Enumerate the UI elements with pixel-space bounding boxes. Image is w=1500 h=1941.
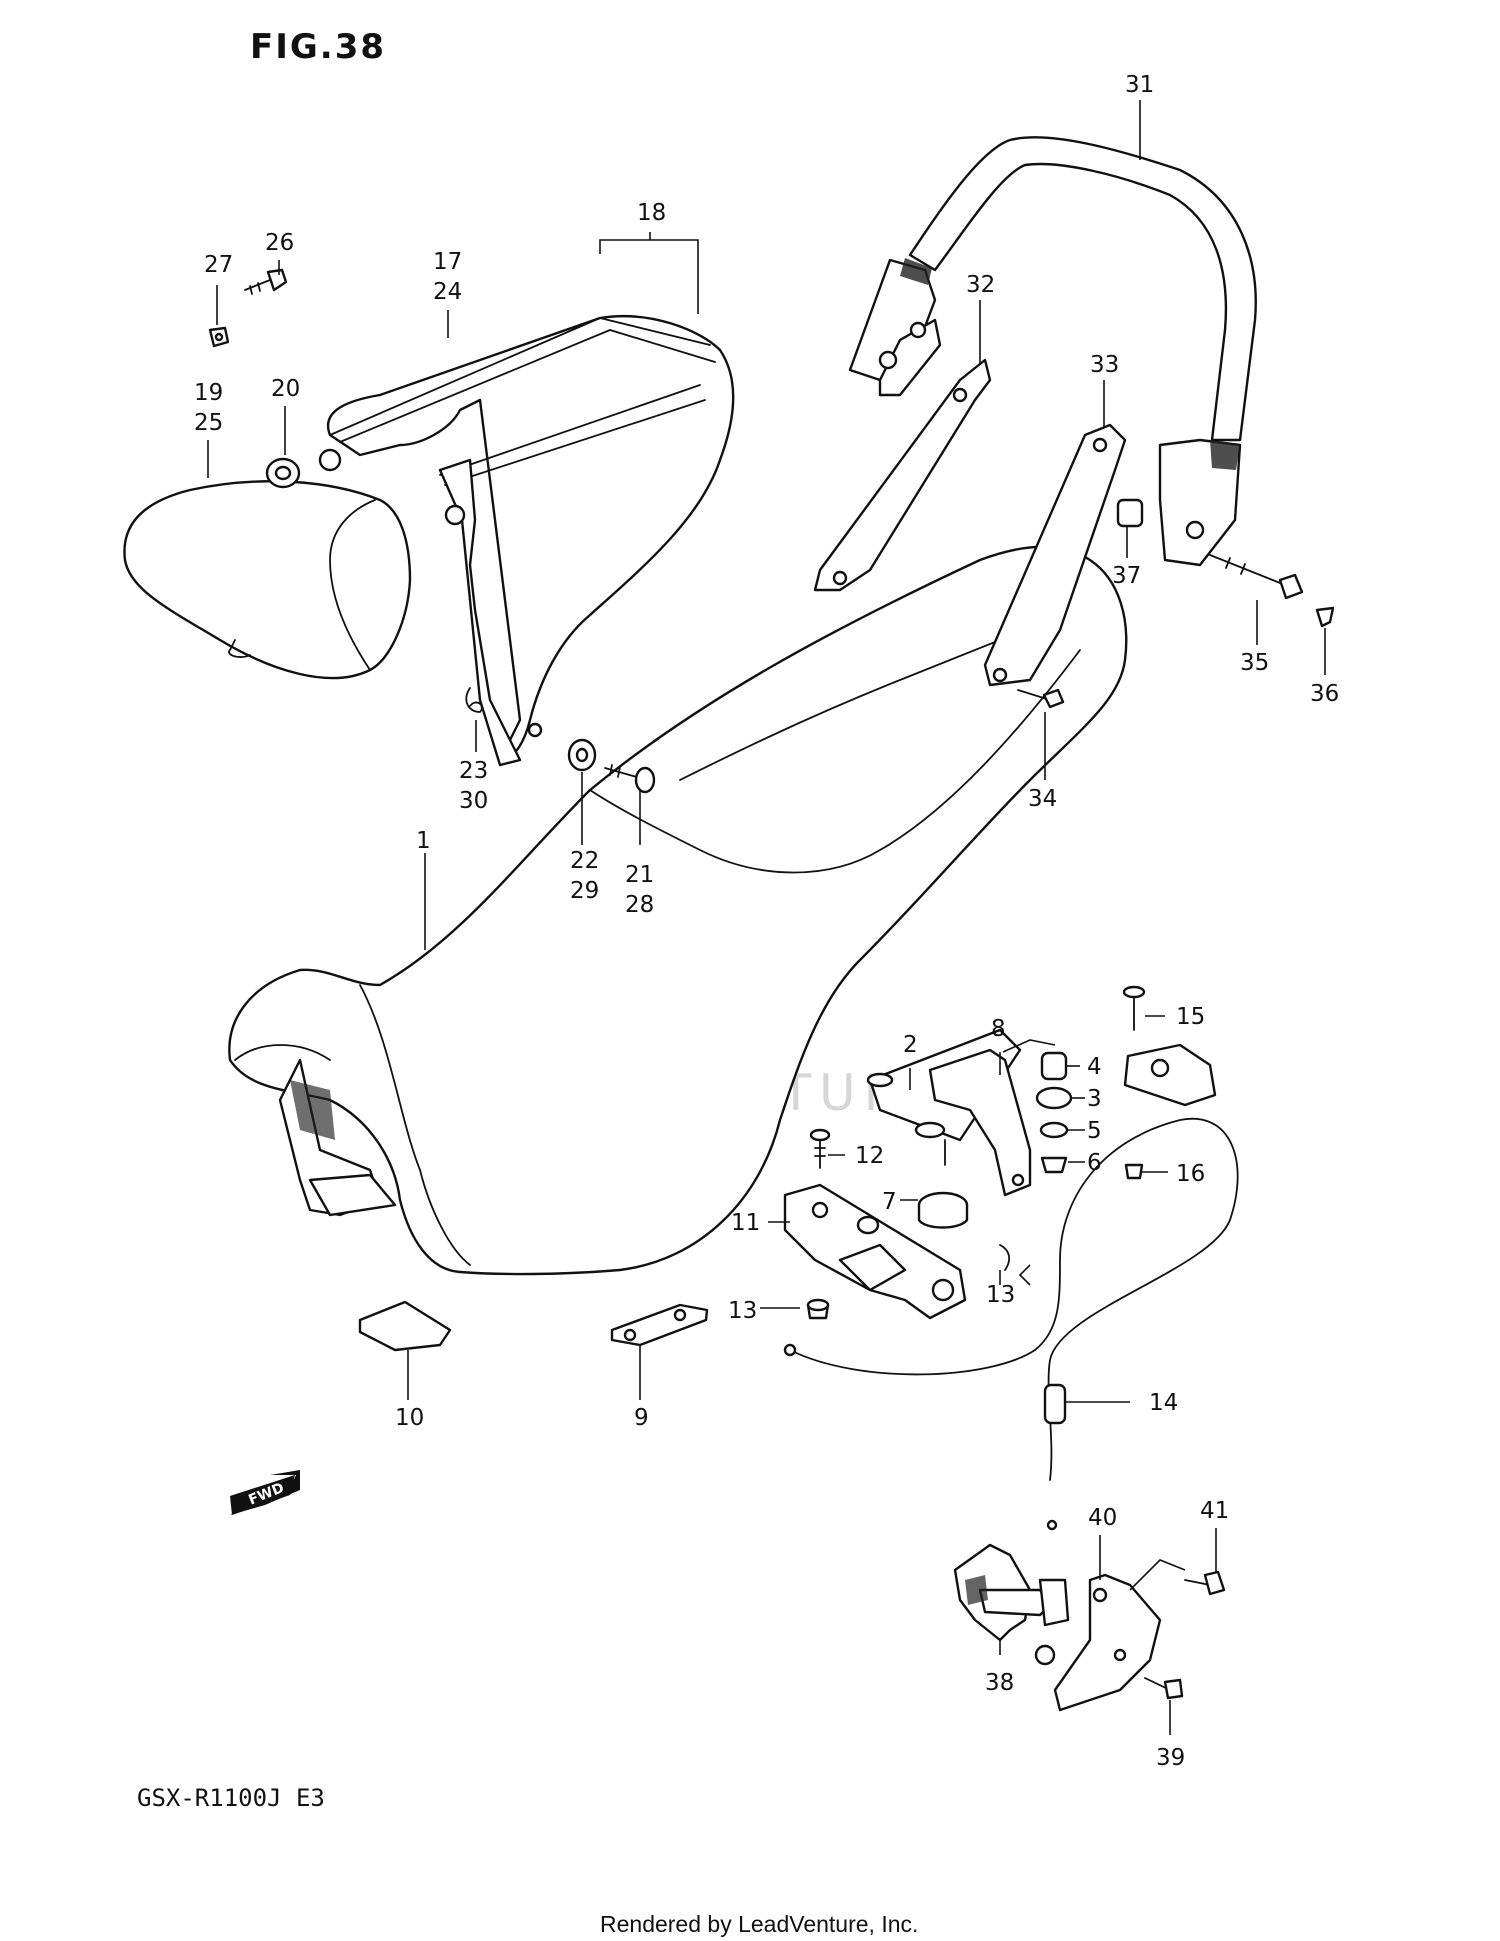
footer-credit: Rendered by LeadVenture, Inc.	[600, 1911, 918, 1937]
callout-30: 30	[459, 788, 488, 814]
callout-4: 4	[1087, 1054, 1102, 1080]
callout-6: 6	[1087, 1150, 1102, 1176]
grab-bar-part-31	[848, 136, 1257, 567]
callout-22: 22	[570, 848, 599, 874]
callout-34: 34	[1028, 786, 1057, 812]
clip-part-23	[465, 687, 483, 713]
clip-part-13	[999, 1244, 1011, 1271]
screw-part-12	[809, 1128, 831, 1169]
callout-31: 31	[1125, 72, 1154, 98]
callout-39: 39	[1156, 1745, 1185, 1771]
callout-3: 3	[1087, 1086, 1102, 1112]
callout-14: 14	[1149, 1390, 1178, 1416]
callout-11: 11	[731, 1210, 760, 1236]
callout-27: 27	[204, 252, 233, 278]
lock-bracket-part-40	[1053, 1573, 1162, 1712]
seat-part-1	[228, 545, 1128, 1276]
callout-5: 5	[1087, 1118, 1102, 1144]
callout-24: 24	[433, 279, 462, 305]
cushion-part-4	[1040, 1051, 1068, 1081]
callout-12: 12	[855, 1143, 884, 1169]
callout-8: 8	[991, 1016, 1006, 1042]
bolt-part-41	[1184, 1570, 1226, 1596]
callout-21: 21	[625, 862, 654, 888]
callout-32: 32	[966, 272, 995, 298]
callout-10: 10	[395, 1405, 424, 1431]
callout-35: 35	[1240, 650, 1269, 676]
callout-23: 23	[459, 758, 488, 784]
plate-part-9	[610, 1303, 709, 1347]
bolt-part-34	[1017, 688, 1065, 709]
leader-lines	[207, 100, 1326, 1735]
figure-title: FIG.38	[250, 27, 386, 67]
cushion-part-7	[917, 1191, 969, 1229]
screw-part-15	[1122, 985, 1146, 1031]
callout-41: 41	[1200, 1498, 1229, 1524]
grommet-part-3	[1035, 1086, 1073, 1110]
cable-holder-part-16	[1123, 1043, 1217, 1180]
bolt-part-39	[1144, 1677, 1184, 1700]
callout-20: 20	[271, 376, 300, 402]
callout-17: 17	[433, 249, 462, 275]
callout-13-clip: 13	[986, 1282, 1015, 1308]
hook-bracket-part-8	[928, 1048, 1032, 1197]
callout-38: 38	[985, 1670, 1014, 1696]
grab-bar-bracket-part-33	[983, 423, 1127, 687]
callout-7: 7	[882, 1189, 897, 1215]
callout-13-nut: 13	[728, 1298, 757, 1324]
callout-labels: 1 2 3 4 5 6 7 8 9 10 11 12 13 13 14 15 1…	[194, 72, 1339, 1771]
callout-40: 40	[1088, 1505, 1117, 1531]
callout-37: 37	[1112, 563, 1141, 589]
seat-lock-part-38	[953, 1543, 1070, 1666]
cap-part-36	[1315, 606, 1335, 628]
spacer-part-37	[1116, 498, 1144, 528]
callout-9: 9	[634, 1405, 649, 1431]
callout-15: 15	[1176, 1004, 1205, 1030]
nut-part-27	[208, 326, 230, 348]
bolt-part-26	[244, 268, 288, 295]
pad-part-10	[358, 1300, 452, 1352]
callout-2: 2	[903, 1032, 918, 1058]
callout-33: 33	[1090, 352, 1119, 378]
callout-1: 1	[416, 828, 431, 854]
nut-part-6	[1040, 1156, 1068, 1174]
bolt-part-35	[1209, 554, 1304, 600]
rear-seat-cover-part-17	[318, 315, 735, 767]
model-code: GSX-R1100J E3	[137, 1784, 325, 1812]
callout-28: 28	[625, 892, 654, 918]
callout-16: 16	[1176, 1161, 1205, 1187]
lock-plate-part-11	[783, 1183, 967, 1320]
bolt-part-21	[604, 764, 656, 794]
seat-lock-cable-part-14	[783, 1117, 1239, 1531]
callout-18: 18	[637, 200, 666, 226]
callout-19: 19	[194, 380, 223, 406]
callout-29: 29	[570, 878, 599, 904]
washer-part-22	[567, 738, 597, 772]
fwd-arrow-icon: FWD	[230, 1470, 300, 1515]
tail-pad-part-19	[123, 480, 412, 680]
nut-part-13	[806, 1298, 830, 1320]
callout-25: 25	[194, 410, 223, 436]
grab-bar-bracket-part-32	[813, 358, 992, 592]
grommet-part-20	[265, 457, 301, 489]
callout-36: 36	[1310, 681, 1339, 707]
washer-part-5	[1039, 1121, 1069, 1139]
callout-26: 26	[265, 230, 294, 256]
